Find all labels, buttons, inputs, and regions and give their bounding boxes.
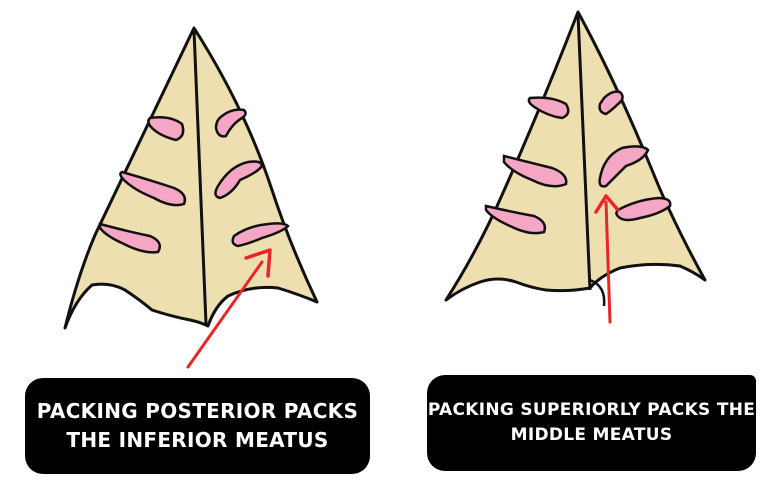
right-septum-lower-curve: [589, 278, 606, 307]
right-meatus-upper-right: [598, 90, 624, 116]
left-meatus-upper-right: [214, 108, 247, 138]
left-nasal-cavity-outline: [63, 26, 319, 330]
right-meatus-lower-left: [484, 204, 547, 235]
left-nasal-diagram: [63, 26, 319, 369]
left-arrow-head: [244, 248, 272, 278]
right-nasal-diagram: [444, 10, 707, 324]
left-caption-box: Packing posterior packs the inferior mea…: [25, 378, 370, 474]
right-caption-line-1: Packing superiorly packs the: [427, 400, 756, 421]
left-meatus-upper-left: [147, 116, 185, 142]
left-caption-line-1: Packing posterior packs: [36, 399, 359, 423]
right-nasal-cavity-outline: [444, 10, 707, 302]
left-caption-line-2: the inferior meatus: [66, 428, 329, 452]
right-meatus-middle-left: [502, 154, 568, 188]
right-caption-box: Packing superiorly packs the middle meat…: [427, 375, 756, 471]
left-nasal-septum: [192, 29, 208, 325]
right-caption-line-2: middle meatus: [510, 425, 673, 445]
left-meatus-lower-right: [231, 222, 290, 248]
right-meatus-upper-left: [527, 96, 570, 120]
left-meatus-middle-left: [119, 170, 187, 207]
left-meatus-middle-right: [214, 160, 264, 200]
right-meatus-lower-right: [615, 196, 672, 222]
right-arrow-head: [594, 194, 620, 214]
right-arrow-shaft: [604, 200, 612, 324]
right-meatus-middle-right: [598, 145, 650, 188]
right-nasal-septum: [576, 13, 592, 291]
left-meatus-lower-left: [98, 222, 161, 254]
left-arrow-shaft: [186, 260, 264, 369]
